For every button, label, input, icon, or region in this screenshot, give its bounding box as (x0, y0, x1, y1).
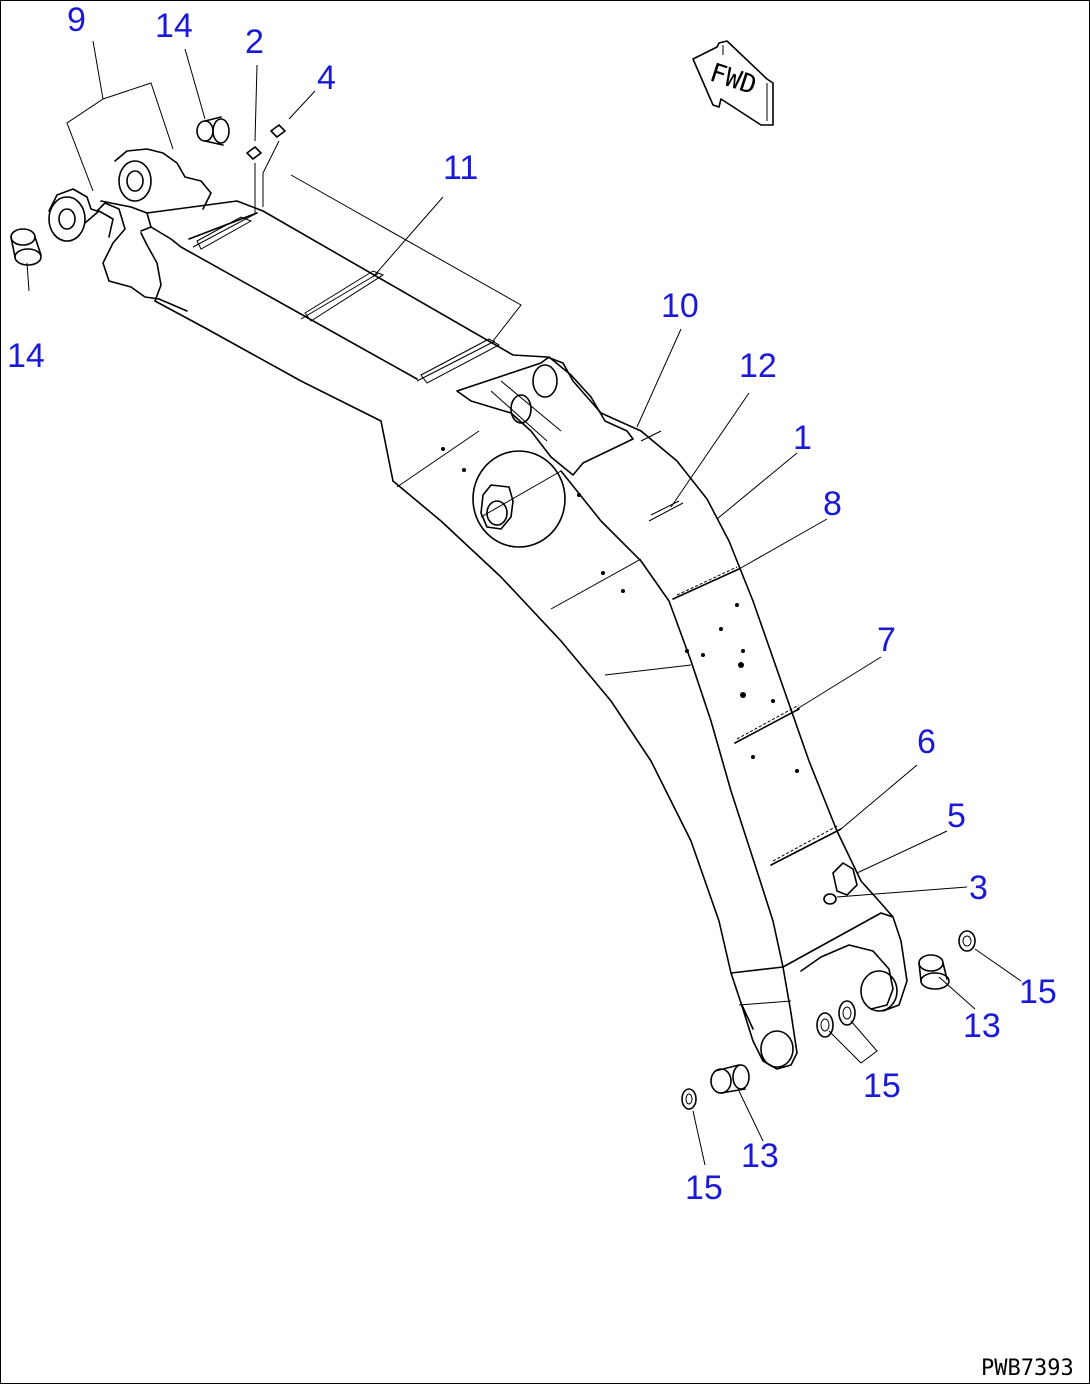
callout-15-right: 15 (1019, 973, 1057, 1011)
boom-body (48, 148, 908, 1070)
callout-5: 5 (947, 797, 966, 835)
bolt-4 (270, 124, 286, 138)
callout-13-bottom: 13 (741, 1137, 779, 1175)
callout-9: 9 (67, 1, 86, 39)
forward-arrow-icon: FWD (692, 40, 774, 126)
callout-15-bottom: 15 (685, 1169, 723, 1207)
leader-lines (26, 40, 1022, 1166)
bolt-2 (246, 146, 262, 160)
bushing-14-left (10, 228, 42, 266)
bushing-14-top (196, 116, 230, 146)
callout-13-right: 13 (963, 1007, 1001, 1045)
callout-6: 6 (917, 723, 936, 761)
callout-10: 10 (661, 287, 699, 325)
callout-labels: 9 14 2 4 11 14 10 12 1 8 7 6 5 3 15 13 1… (7, 1, 1057, 1207)
callout-15-mid: 15 (863, 1067, 901, 1105)
shim-15-group (681, 930, 976, 1110)
callout-8: 8 (823, 485, 842, 523)
callout-11: 11 (443, 149, 478, 187)
callout-4: 4 (317, 59, 336, 97)
callout-14-left: 14 (7, 337, 45, 375)
callout-2: 2 (245, 23, 264, 61)
callout-7: 7 (877, 621, 896, 659)
callout-14-top: 14 (155, 7, 193, 45)
callout-12: 12 (739, 347, 777, 385)
callout-3: 3 (969, 869, 988, 907)
drawing-code: PWB7393 (981, 1356, 1074, 1381)
bushing-13-right (918, 954, 950, 990)
bushing-13-bottom (710, 1064, 750, 1094)
callout-1: 1 (793, 419, 812, 457)
